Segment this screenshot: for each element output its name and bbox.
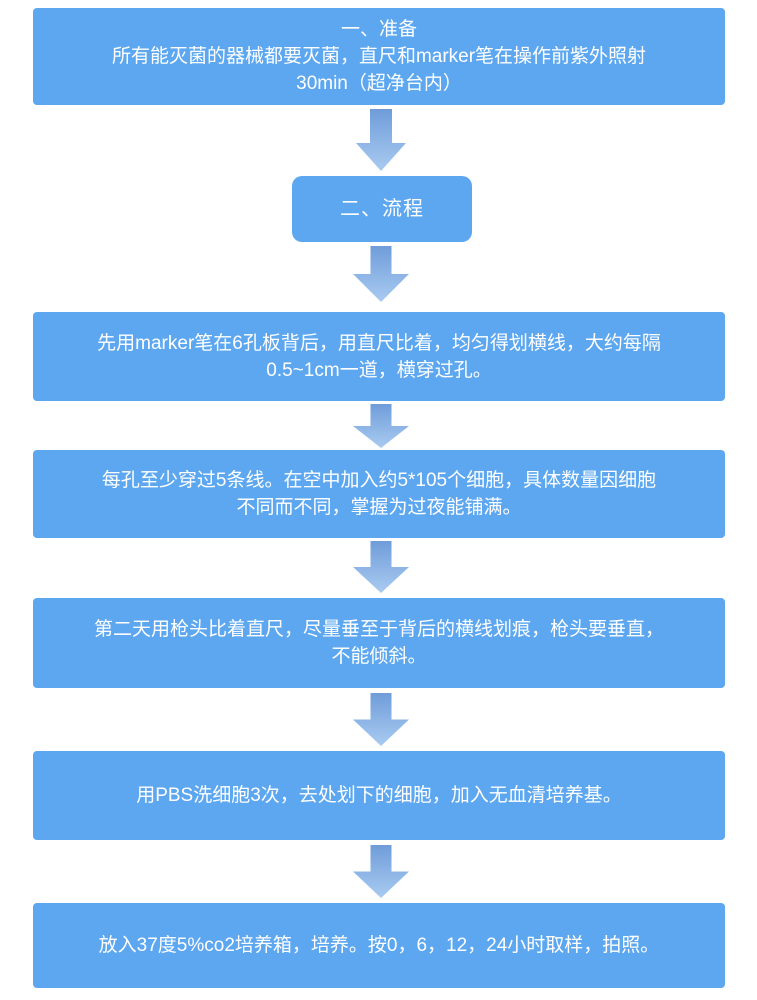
down-arrow-icon: [353, 845, 409, 898]
step-2-process-header-box: 二、流程: [292, 176, 472, 242]
down-arrow-icon: [356, 109, 406, 171]
step-text-line: 放入37度5%co2培养箱，培养。按0，6，12，24小时取样，拍照。: [98, 935, 660, 956]
step-text-line: 0.5~1cm一道，横穿过孔。: [266, 359, 492, 381]
step-text-line: 先用marker笔在6孔板背后，用直尺比着，均匀得划横线，大约每隔: [97, 332, 661, 354]
step-title: 二、流程: [340, 197, 424, 220]
step-text-line: 每孔至少穿过5条线。在空中加入约5*105个细胞，具体数量因细胞: [101, 470, 657, 491]
step-text-line: 第二天用枪头比着直尺，尽量垂至于背后的横线划痕，枪头要垂直，: [93, 619, 664, 640]
step-text-line: 不同而不同，掌握为过夜能铺满。: [236, 497, 522, 518]
down-arrow-icon: [353, 246, 409, 302]
down-arrow-icon: [353, 541, 409, 593]
step-text-line: 30min（超净台内）: [296, 73, 462, 94]
step-text-line: 用PBS洗细胞3次，去处划下的细胞，加入无血清培养基。: [136, 785, 622, 806]
down-arrow-icon: [353, 404, 409, 448]
step-3-draw-lines-box: 先用marker笔在6孔板背后，用直尺比着，均匀得划横线，大约每隔 0.5~1c…: [33, 312, 725, 401]
step-7-incubate-photo-box: 放入37度5%co2培养箱，培养。按0，6，12，24小时取样，拍照。: [33, 903, 725, 988]
step-1-preparation-box: 一、准备 所有能灭菌的器械都要灭菌，直尺和marker笔在操作前紫外照射 30m…: [33, 8, 725, 105]
step-5-scratch-box: 第二天用枪头比着直尺，尽量垂至于背后的横线划痕，枪头要垂直， 不能倾斜。: [33, 598, 725, 688]
step-title: 一、准备: [340, 19, 417, 40]
step-4-seed-cells-box: 每孔至少穿过5条线。在空中加入约5*105个细胞，具体数量因细胞 不同而不同，掌…: [33, 450, 725, 538]
step-text-line: 所有能灭菌的器械都要灭菌，直尺和marker笔在操作前紫外照射: [111, 46, 647, 67]
step-6-wash-pbs-box: 用PBS洗细胞3次，去处划下的细胞，加入无血清培养基。: [33, 751, 725, 840]
down-arrow-icon: [353, 693, 409, 746]
step-text-line: 不能倾斜。: [331, 646, 427, 667]
